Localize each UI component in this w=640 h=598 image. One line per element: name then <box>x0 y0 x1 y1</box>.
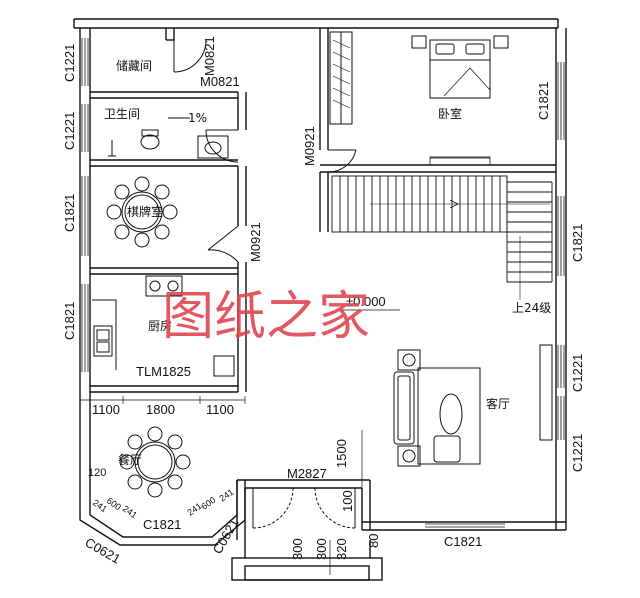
window-c1221-r2: C1221 <box>570 434 585 472</box>
dining-table <box>119 426 191 498</box>
dim-80: 80 <box>366 534 381 548</box>
window-c1821-a: C1821 <box>62 194 77 232</box>
dim-600-a: 600 <box>105 495 123 512</box>
room-label-bathroom: 卫生间 <box>104 107 140 121</box>
dim-120: 120 <box>88 467 106 479</box>
door-m0821: M0821 <box>200 74 240 89</box>
window-c1821-b: C1821 <box>62 302 77 340</box>
room-label-game-room: 棋牌室 <box>127 204 163 219</box>
room-label-storage: 储藏间 <box>116 58 152 73</box>
dim-241-a: 241 <box>91 497 109 514</box>
dim-1800: 1800 <box>146 402 175 417</box>
stairs-label: 上24级 <box>512 301 551 315</box>
bathroom-fixtures <box>108 117 229 159</box>
doors <box>173 39 357 529</box>
room-label-bedroom: 卧室 <box>438 106 462 121</box>
dim-300-a: 300 <box>290 538 305 560</box>
dim-1500: 1500 <box>334 439 349 468</box>
staircase <box>331 175 553 300</box>
room-label-kitchen: 厨房 <box>148 318 172 333</box>
watermark: 图纸之家 <box>162 287 370 347</box>
kitchen-fixtures <box>92 275 235 377</box>
window-c1221-r1: C1221 <box>570 354 585 392</box>
dim-300-b: 300 <box>314 538 329 560</box>
window-c1221-a: C1221 <box>62 44 77 82</box>
sofa-set <box>393 344 553 467</box>
window-c1821-right: C1821 <box>570 224 585 262</box>
room-label-dining: 餐厅 <box>118 452 142 467</box>
dim-100: 100 <box>340 490 355 512</box>
bed <box>411 35 509 99</box>
windows <box>81 38 565 531</box>
dim-1100-b: 1100 <box>206 402 234 417</box>
door-tlm1825: TLM1825 <box>136 364 191 379</box>
window-c1221-b: C1221 <box>62 112 77 150</box>
dimension-lines <box>79 396 363 575</box>
dim-320: 320 <box>334 538 349 560</box>
door-m0921-a: M0921 <box>302 126 317 166</box>
slope-label: 1% <box>188 111 207 125</box>
window-c0621-a: C0621 <box>83 535 124 567</box>
window-c1821-bottom: C1821 <box>444 534 482 549</box>
dim-241-b: 241 <box>121 503 139 520</box>
door-m2827: M2827 <box>287 466 327 481</box>
room-label-living: 客厅 <box>486 396 510 411</box>
window-c1821-dining: C1821 <box>143 517 181 532</box>
window-c1821-bed: C1821 <box>536 82 551 120</box>
wardrobe <box>329 31 353 125</box>
door-m0821-vertical: M0821 <box>202 36 217 76</box>
dim-1100-a: 1100 <box>92 402 120 417</box>
level-label: ±0.000 <box>346 294 386 309</box>
door-m0921-b: M0921 <box>248 222 263 262</box>
dim-241-d: 241 <box>217 487 235 504</box>
game-table <box>106 176 178 248</box>
